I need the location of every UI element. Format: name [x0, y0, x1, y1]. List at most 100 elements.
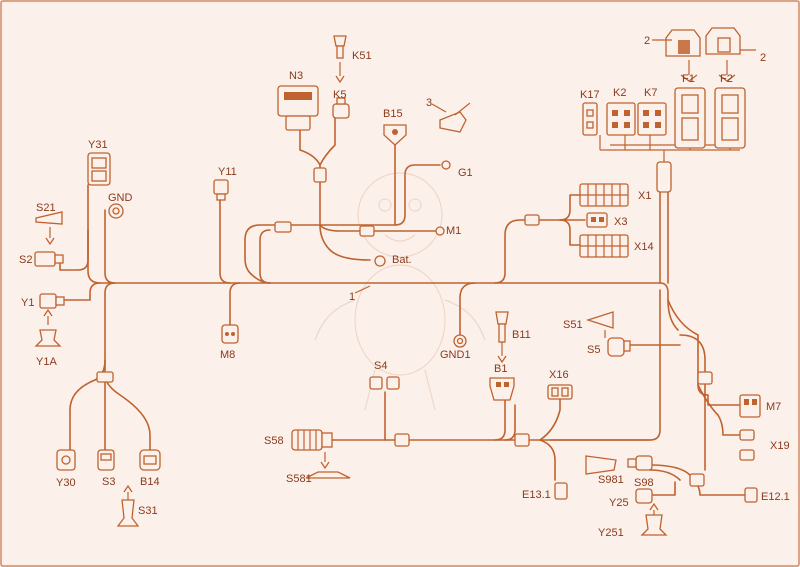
- label-x16: X16: [549, 369, 569, 381]
- sensor-b14: [139, 449, 161, 471]
- motor-m8: [221, 324, 239, 344]
- label-m7: M7: [766, 401, 781, 413]
- label-k51: K51: [352, 50, 372, 62]
- label-gnd: GND: [108, 192, 133, 204]
- bracket-3: [431, 102, 471, 133]
- connector-x1: [579, 183, 629, 207]
- label-b1: B1: [494, 363, 507, 375]
- fuse-f2: [705, 27, 741, 82]
- label-b14: B14: [140, 476, 160, 488]
- label-k7: K7: [644, 87, 657, 99]
- plug-s51: [585, 311, 614, 329]
- plug-b11: [495, 311, 509, 343]
- terminal-gnd: [108, 203, 124, 219]
- label-b11: B11: [512, 329, 531, 341]
- label-s4: S4: [374, 360, 387, 372]
- label-b15: B15: [383, 108, 403, 120]
- label-g1: G1: [458, 167, 473, 179]
- label-2-right: 2: [760, 52, 766, 64]
- connector-y25: [635, 488, 653, 504]
- label-n3: N3: [289, 70, 303, 82]
- label-2-left: 2: [644, 35, 650, 47]
- valve-y30: [56, 449, 76, 471]
- connector-s4: [369, 376, 400, 390]
- wire-harness: [59, 117, 746, 496]
- label-k5: K5: [333, 89, 346, 101]
- label-y25: Y25: [609, 497, 629, 509]
- terminal-m1: [435, 226, 445, 236]
- relay-k7: [637, 102, 667, 136]
- label-m1: M1: [446, 225, 461, 237]
- label-x14: X14: [634, 241, 654, 253]
- leader-1: [354, 285, 371, 294]
- label-f2: F2: [720, 73, 733, 85]
- label-k17: K17: [580, 89, 600, 101]
- connector-n3: [277, 85, 319, 131]
- label-s21: S21: [36, 202, 56, 214]
- label-k2: K2: [613, 87, 626, 99]
- valve-y31: [87, 152, 111, 186]
- connector-b1: [489, 377, 515, 401]
- label-s58: S58: [264, 435, 284, 447]
- plug-s981: [585, 455, 617, 475]
- terminal-g1: [441, 160, 451, 170]
- plug-s31: [116, 499, 140, 527]
- plug-s581: [305, 471, 351, 479]
- motor-m7: [739, 394, 761, 418]
- plug-k51: [333, 35, 347, 84]
- label-e13-1: E13.1: [522, 489, 551, 501]
- connector-x14: [579, 234, 629, 258]
- plug-s21: [35, 211, 63, 225]
- label-s5: S5: [587, 344, 600, 356]
- label-3: 3: [426, 97, 432, 109]
- label-1: 1: [349, 291, 355, 303]
- terminal-battery: [374, 255, 386, 267]
- label-y1a: Y1A: [36, 356, 57, 368]
- label-f1: F1: [682, 73, 695, 85]
- sensor-b15: [383, 124, 407, 146]
- plug-y251: [640, 514, 668, 536]
- fuse-holder-f2: [714, 87, 746, 149]
- connector-x19: [739, 429, 755, 461]
- label-gnd1: GND1: [440, 349, 471, 361]
- label-y251: Y251: [598, 527, 624, 539]
- label-bat: Bat.: [392, 254, 412, 266]
- label-s981: S981: [598, 474, 624, 486]
- plug-y1a: [34, 329, 62, 347]
- connector-s98: [627, 455, 653, 471]
- fuse-holder-f1: [674, 87, 706, 149]
- connector-k5: [332, 97, 350, 119]
- connector-e13-1: [554, 482, 568, 500]
- connector-x16: [547, 384, 573, 400]
- label-s51: S51: [563, 319, 583, 331]
- label-y11: Y11: [218, 166, 237, 178]
- connector-s5: [607, 337, 631, 357]
- connector-y1: [39, 293, 65, 309]
- label-s98: S98: [634, 477, 654, 489]
- label-e12-1: E12.1: [761, 491, 790, 503]
- label-x3: X3: [614, 216, 627, 228]
- terminal-gnd1: [453, 334, 467, 348]
- label-m8: M8: [220, 349, 235, 361]
- fuse-f1: [665, 29, 701, 82]
- label-y31: Y31: [88, 139, 108, 151]
- valve-y11: [213, 179, 229, 201]
- label-s31: S31: [138, 505, 158, 517]
- label-x19: X19: [770, 440, 790, 452]
- label-s3: S3: [102, 476, 115, 488]
- relay-k17: [582, 102, 598, 136]
- label-s2: S2: [19, 254, 32, 266]
- switch-s3: [97, 449, 115, 471]
- connector-e12-1: [744, 487, 758, 503]
- label-y1: Y1: [21, 297, 34, 309]
- relay-k2: [606, 102, 636, 136]
- connector-x3: [586, 212, 608, 228]
- label-x1: X1: [638, 190, 651, 202]
- label-s581: S581: [286, 473, 312, 485]
- watermark-mascot: [314, 172, 486, 411]
- switch-s58: [291, 429, 333, 451]
- connector-s2: [34, 251, 64, 267]
